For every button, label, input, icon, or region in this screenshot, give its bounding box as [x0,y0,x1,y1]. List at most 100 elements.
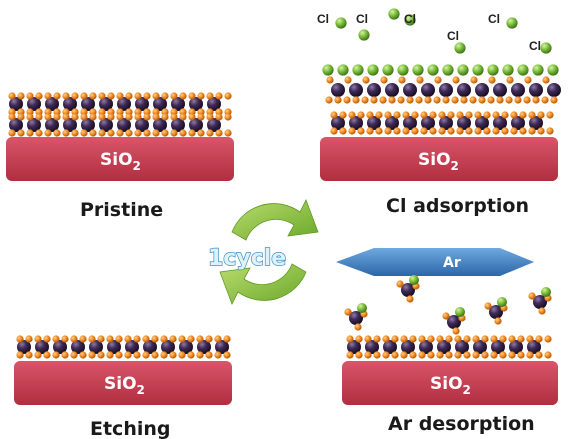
pristine-orange-atom [134,108,142,116]
cl-orange-atom [357,127,365,135]
cl-orange-atom [532,96,540,104]
cl-orange-atom [375,127,383,135]
ar-orange-atom [535,351,543,359]
cycle-arrow-bottom-icon [219,263,307,305]
cl-adsorbed-layers [322,64,561,135]
pristine-orange-atom [170,129,178,137]
ar-dark-atom [473,340,487,354]
cl-orange-atom [402,111,410,119]
pristine-orange-atom [8,92,16,100]
cl-orange-atom [334,96,342,104]
pristine-orange-atom [125,129,133,137]
etch-orange-atom [223,335,231,343]
ar-orange-atom [400,351,408,359]
pristine-dark-atom [63,97,77,111]
ar-substrate-label: SiO2 [430,374,471,397]
pristine-dark-atom [27,118,41,132]
cl-orange-atom [379,96,387,104]
cl-dark-atom [529,83,543,97]
cl-orange-atom [488,76,496,84]
product-orange-atom [538,307,546,315]
pristine-orange-atom [197,113,205,121]
pristine-orange-atom [152,113,160,121]
cl-substrate-label: SiO2 [418,150,459,173]
cl-orange-atom [384,127,392,135]
cl-orange-atom [519,127,527,135]
etch-dark-atom [53,340,67,354]
cl-orange-atom [429,111,437,119]
cl-dark-atom [421,116,435,130]
cl-orange-atom [524,76,532,84]
cl-cl-atom [547,64,559,76]
cl-dark-atom [511,116,525,130]
pristine-dark-atom [117,118,131,132]
pristine-dark-atom [135,97,149,111]
ar-orange-atom [346,335,354,343]
etch-orange-atom [178,351,186,359]
etch-orange-atom [34,351,42,359]
etch-orange-atom [142,335,150,343]
cl-dark-atom [349,116,363,130]
pristine-orange-atom [161,113,169,121]
cl-dark-atom [511,83,525,97]
ar-dark-atom [527,340,541,354]
cl-orange-atom [411,127,419,135]
pristine-orange-atom [206,129,214,137]
pristine-orange-atom [215,129,223,137]
cl-orange-atom [460,96,468,104]
etch-orange-atom [97,335,105,343]
pristine-orange-atom [152,108,160,116]
cl-orange-atom [375,111,383,119]
pristine-dark-atom [81,118,95,132]
product-dark-atom [533,295,547,309]
ar-orange-atom [364,351,372,359]
ar-orange-atom [499,351,507,359]
cl-gas-atom [335,17,347,29]
product-dark-atom [447,315,461,329]
cycle-arrow-top-icon [231,199,319,241]
cl-orange-atom [537,111,545,119]
etch-orange-atom [106,335,114,343]
cl-orange-atom [339,127,347,135]
etch-dark-atom [143,340,157,354]
cl-dark-atom [475,116,489,130]
cl-gas-molecules [335,8,552,54]
pristine-orange-atom [143,129,151,137]
ar-orange-atom [382,335,390,343]
etch-orange-atom [124,335,132,343]
ar-orange-atom [409,335,417,343]
cl-dark-atom [547,83,561,97]
pristine-orange-atom [107,113,115,121]
etch-orange-atom [124,351,132,359]
product-dark-atom [401,283,415,297]
pristine-orange-atom [197,108,205,116]
pristine-orange-atom [8,108,16,116]
cl-orange-atom [434,76,442,84]
cl-orange-atom [483,111,491,119]
ar-orange-atom [445,335,453,343]
etch-orange-atom [52,351,60,359]
pristine-dark-atom [171,118,185,132]
cl-orange-atom [433,96,441,104]
pristine-orange-atom [26,129,34,137]
pristine-orange-atom [89,129,97,137]
product-orange-atom [452,327,460,335]
product-cl-atom [455,307,465,317]
cl-cl-atom [397,64,409,76]
ar-orange-atom [418,351,426,359]
pristine-orange-atom [107,129,115,137]
ar-remaining-layer [346,335,552,359]
pristine-orange-atom [188,129,196,137]
etch-orange-atom [34,335,42,343]
pristine-orange-atom [224,108,232,116]
cl-dark-atom [367,83,381,97]
ar-orange-atom [409,351,417,359]
cl-dark-atom [331,116,345,130]
pristine-orange-atom [116,113,124,121]
cl-gas-atom [454,42,466,54]
pristine-orange-atom [179,92,187,100]
cl-label-4: Cl [447,29,459,43]
ar-orange-atom [382,351,390,359]
cl-dark-atom [439,116,453,130]
